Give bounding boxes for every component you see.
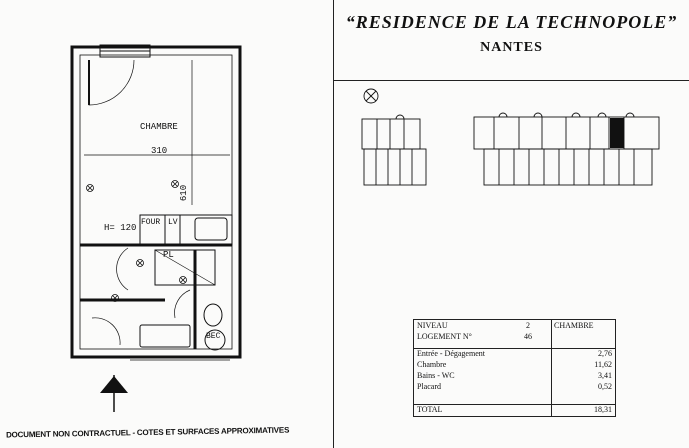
logement-row: LOGEMENT N° 46 xyxy=(414,332,615,342)
total-value: 18,31 xyxy=(594,405,612,414)
niveau-value: 2 xyxy=(526,321,530,330)
city-title: NANTES xyxy=(480,40,543,55)
ceiling-height-label: H= 120 xyxy=(104,223,137,233)
horizontal-divider xyxy=(334,80,689,81)
room-label-chambre: CHAMBRE xyxy=(140,122,178,132)
logement-label: LOGEMENT N° xyxy=(417,332,472,341)
niveau-row: NIVEAU 2 CHAMBRE xyxy=(414,321,615,331)
boiler-label: BEC xyxy=(206,332,221,341)
area-table: NIVEAU 2 CHAMBRE LOGEMENT N° 46 Entrée -… xyxy=(413,319,616,417)
dimension-length: 610 xyxy=(179,184,190,202)
table-row: Bains - WC 3,41 xyxy=(414,371,615,381)
dimension-width: 310 xyxy=(151,146,168,156)
total-label: TOTAL xyxy=(417,405,443,414)
floor-plan xyxy=(70,44,242,412)
room-name: Chambre xyxy=(417,360,447,369)
table-row: Placard 0,52 xyxy=(414,382,615,392)
room-area: 3,41 xyxy=(598,371,612,380)
room-name: Entrée - Dégagement xyxy=(417,349,485,358)
table-row: Chambre 11,62 xyxy=(414,360,615,370)
room-area: 11,62 xyxy=(594,360,612,369)
building-site-plan xyxy=(361,88,660,186)
table-row: Entrée - Dégagement 2,76 xyxy=(414,349,615,359)
room-area: 2,76 xyxy=(598,349,612,358)
oven-label: FOUR xyxy=(141,218,161,227)
vertical-divider xyxy=(333,0,334,448)
highlighted-apartment xyxy=(610,118,624,148)
total-row: TOTAL 18,31 xyxy=(414,405,615,415)
niveau-label: NIVEAU xyxy=(417,321,448,330)
residence-title: “RESIDENCE DE LA TECHNOPOLE” xyxy=(345,12,678,32)
room-name: Bains - WC xyxy=(417,371,455,380)
room-name: Placard xyxy=(417,382,441,391)
unit-type: CHAMBRE xyxy=(554,321,594,330)
washbasin-label: LV xyxy=(168,218,178,227)
logement-value: 46 xyxy=(524,332,532,341)
closet-label: PL xyxy=(163,250,174,260)
room-area: 0,52 xyxy=(598,382,612,391)
